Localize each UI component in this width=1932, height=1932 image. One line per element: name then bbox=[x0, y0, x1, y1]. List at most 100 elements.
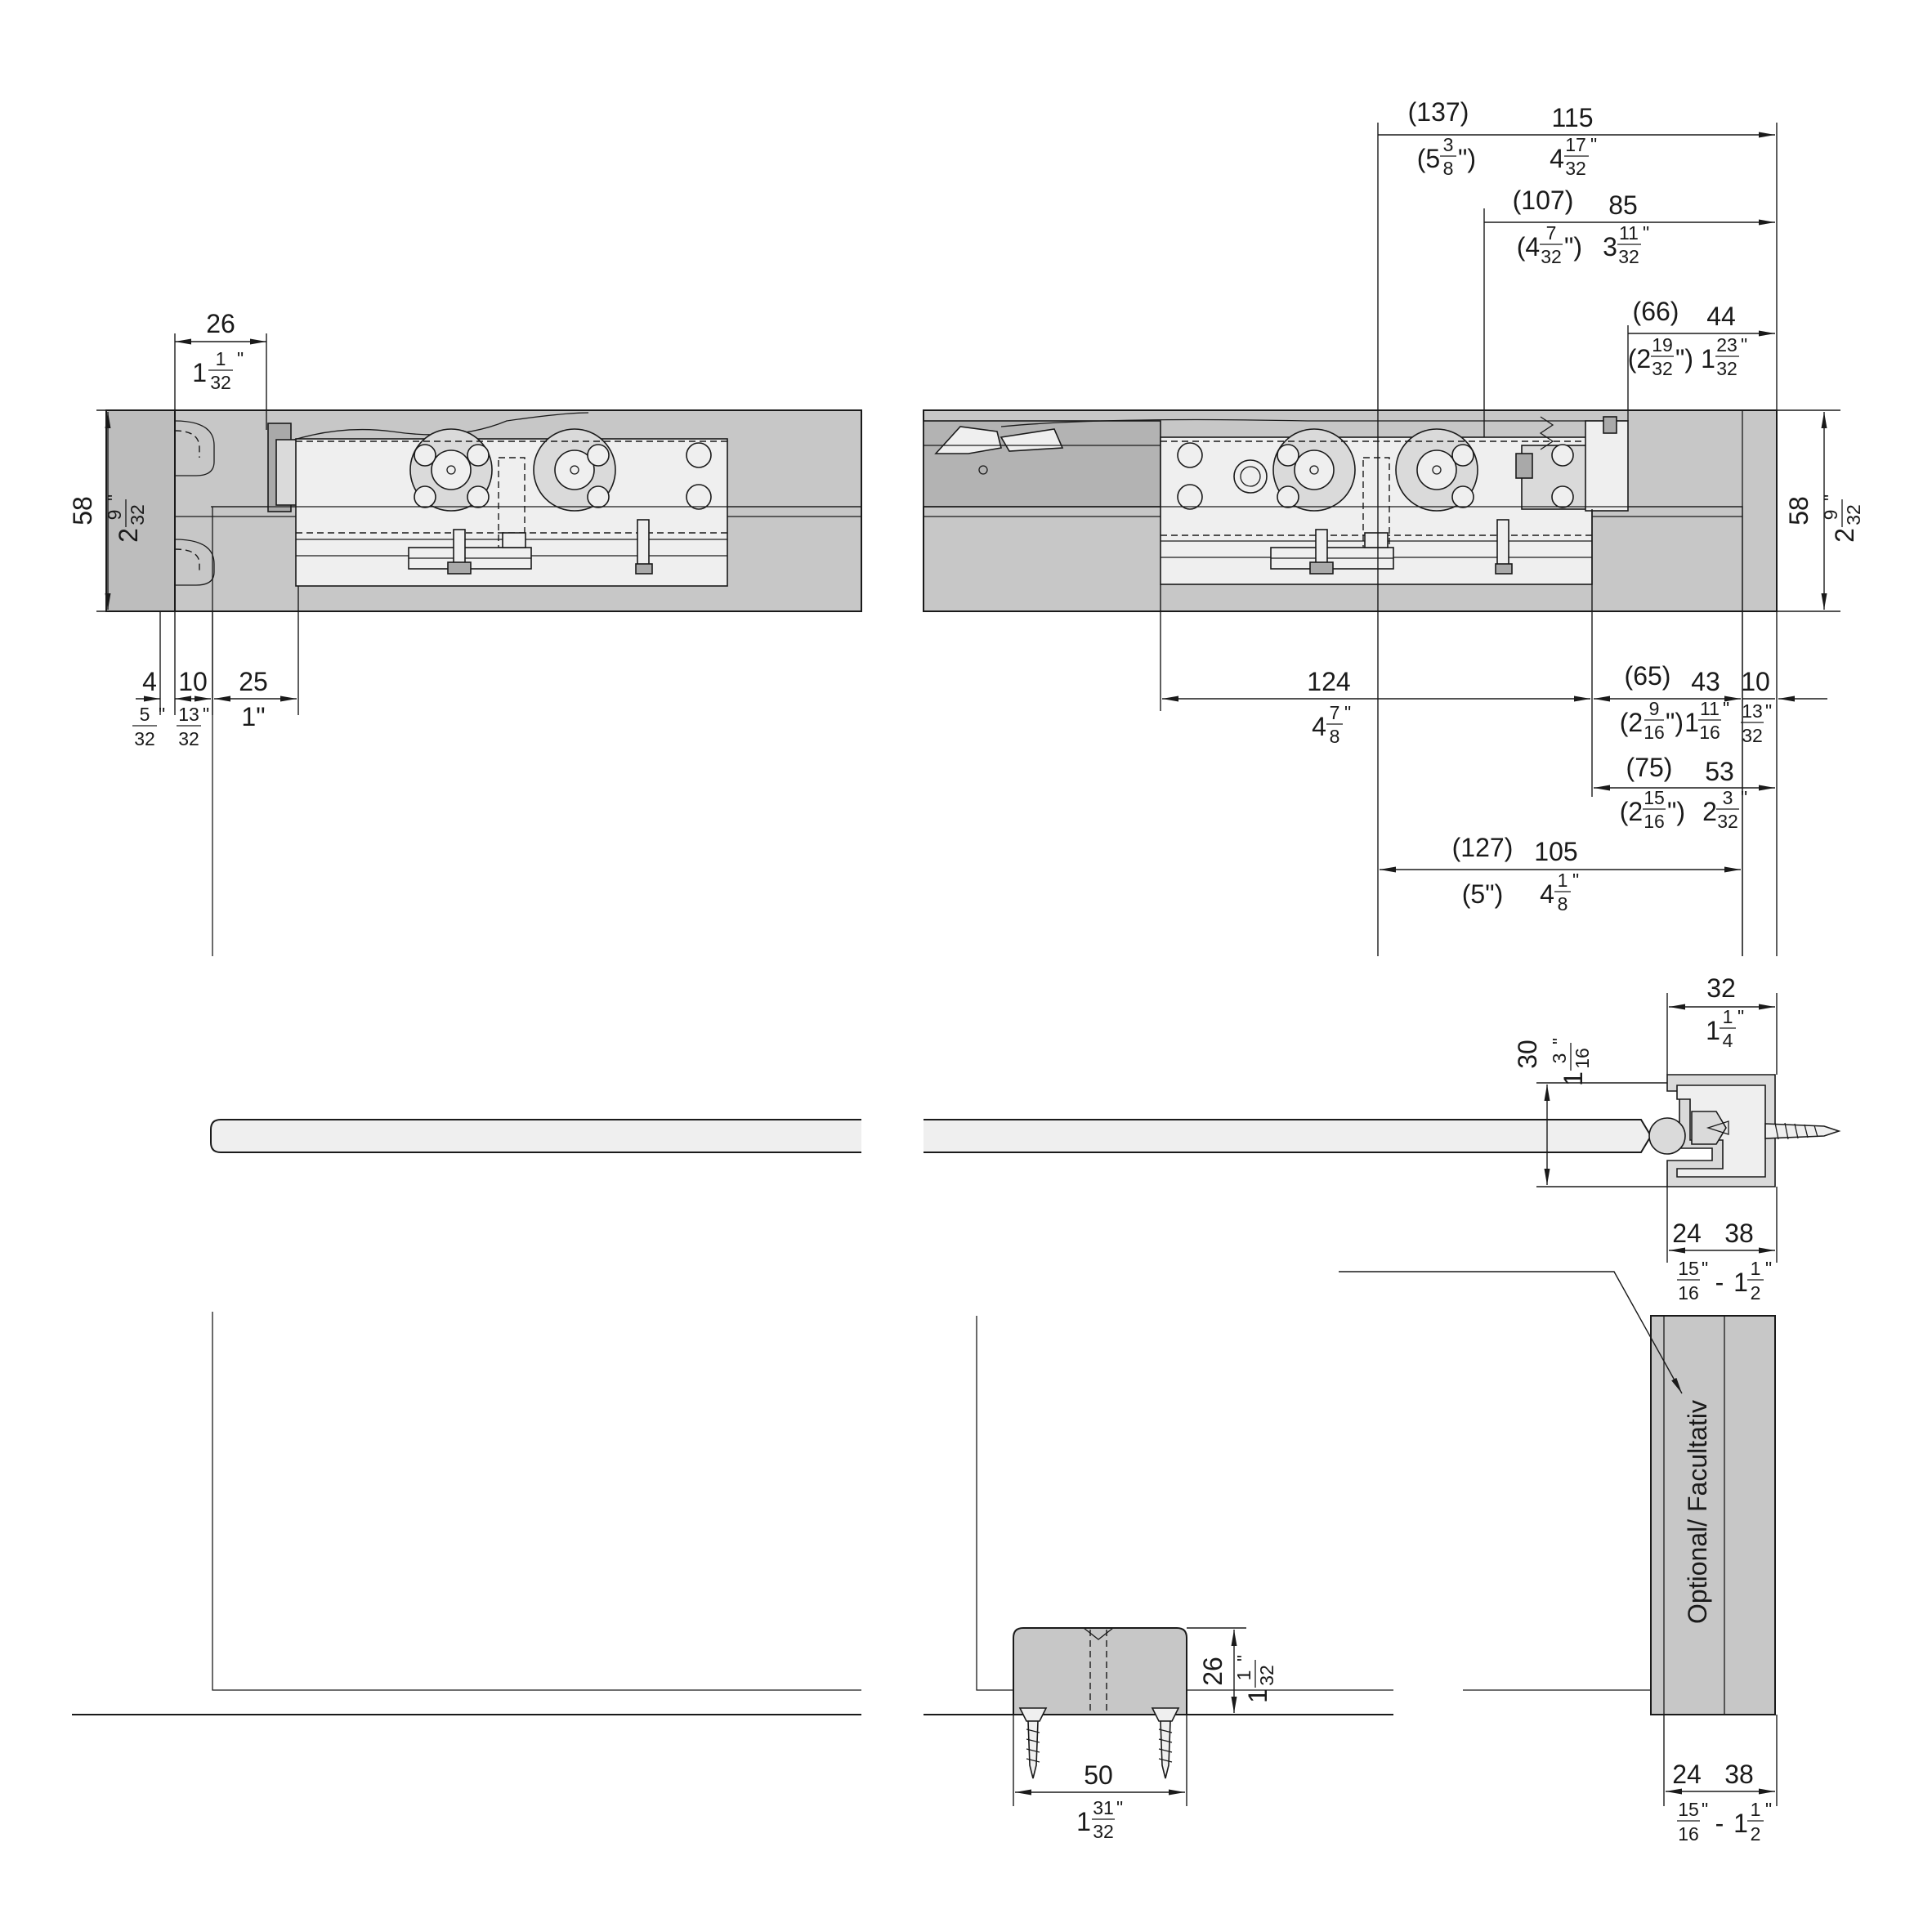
dim-115-paren: (137) bbox=[1408, 97, 1469, 127]
dim-43-num: 11 bbox=[1700, 698, 1720, 719]
dim-32-num: 1 bbox=[1723, 1006, 1733, 1027]
dim-26-bottom-q: " bbox=[1233, 1655, 1254, 1661]
dim-85-paren-den: 32 bbox=[1541, 246, 1562, 267]
dim-115-mm: 115 bbox=[1551, 103, 1593, 132]
dim-124-mm: 124 bbox=[1307, 667, 1350, 696]
dim-115-paren-inch: (5 bbox=[1417, 144, 1440, 173]
dim-115-paren-den: 8 bbox=[1443, 158, 1454, 179]
dim-30-den: 16 bbox=[1572, 1048, 1593, 1069]
door-panel-right bbox=[924, 1119, 1652, 1153]
dimension-lines bbox=[96, 123, 1840, 1806]
dim-10-left-q: " bbox=[203, 704, 209, 725]
dim-53-q: " bbox=[1741, 787, 1747, 808]
wheel-1 bbox=[409, 428, 493, 512]
dim-58-left-num: 9 bbox=[104, 510, 125, 521]
dim-bottom-sep: - bbox=[1715, 1809, 1724, 1838]
dim-43-paren-inch: (2 bbox=[1620, 708, 1643, 737]
dim-24-bottom-num: 15 bbox=[1678, 1799, 1699, 1820]
dim-85-paren-q: ") bbox=[1564, 232, 1582, 262]
door-outline-top-left bbox=[212, 506, 861, 956]
dim-44-den: 32 bbox=[1716, 358, 1737, 379]
dim-26-bottom-inch: 1 bbox=[1243, 1688, 1272, 1703]
dim-58-right-q: " bbox=[1820, 494, 1841, 501]
left-end-cap bbox=[105, 409, 176, 612]
dim-44-paren-num: 19 bbox=[1652, 334, 1673, 356]
dim-85-q: " bbox=[1643, 222, 1649, 244]
dim-85-paren-num: 7 bbox=[1546, 222, 1557, 244]
dim-53-mm: 53 bbox=[1705, 757, 1734, 786]
dim-26-bottom-mm: 26 bbox=[1198, 1657, 1228, 1686]
dim-105-inch: 4 bbox=[1540, 879, 1554, 909]
dim-32-inch: 1 bbox=[1706, 1016, 1720, 1045]
dim-58-left-inch: 2 bbox=[114, 528, 143, 543]
dim-124-inch: 4 bbox=[1312, 712, 1326, 741]
dim-43-paren-q: ") bbox=[1666, 708, 1684, 737]
middle-section-view bbox=[210, 1074, 1841, 1187]
dim-38-bottom-num: 1 bbox=[1751, 1799, 1761, 1820]
dim-30-inch: 1 bbox=[1559, 1071, 1588, 1086]
dim-105-paren-inch: (5") bbox=[1462, 879, 1503, 909]
optional-label: Optional/ Facultativ bbox=[1683, 1400, 1712, 1624]
dim-38-mid-mm: 38 bbox=[1724, 1219, 1754, 1248]
wall-profile bbox=[1648, 1074, 1776, 1187]
dim-53-num: 3 bbox=[1723, 787, 1733, 808]
dim-105-num: 1 bbox=[1558, 870, 1568, 891]
dim-10-right-q: " bbox=[1765, 700, 1772, 722]
door-outline-bottom-left bbox=[212, 1312, 861, 1691]
dim-53-den: 32 bbox=[1717, 811, 1738, 832]
dim-38-mid-num: 1 bbox=[1751, 1258, 1761, 1279]
dim-85-den: 32 bbox=[1618, 246, 1639, 267]
dim-53-paren: (75) bbox=[1626, 753, 1673, 782]
dim-50-inch: 1 bbox=[1076, 1807, 1091, 1836]
dim-43-paren-den: 16 bbox=[1644, 722, 1665, 743]
dim-4-num: 5 bbox=[140, 704, 150, 725]
dim-10-right-den: 32 bbox=[1742, 725, 1763, 746]
dim-38-bottom-mm: 38 bbox=[1724, 1760, 1754, 1789]
dim-44-paren-inch: (2 bbox=[1628, 344, 1651, 373]
dim-105-paren: (127) bbox=[1452, 833, 1514, 862]
dim-26-q: " bbox=[237, 348, 244, 369]
dim-43-paren: (65) bbox=[1625, 661, 1671, 691]
wheel-3 bbox=[1272, 428, 1356, 512]
dim-4-den: 32 bbox=[134, 728, 155, 749]
screw-icon bbox=[1764, 1122, 1841, 1140]
dim-24-mid-num: 15 bbox=[1678, 1258, 1699, 1279]
dim-115-den: 32 bbox=[1565, 158, 1586, 179]
dim-50-mm: 50 bbox=[1084, 1760, 1113, 1790]
dim-58-left-q: " bbox=[104, 494, 125, 501]
wheel-2 bbox=[533, 428, 616, 512]
dim-115-paren-q: ") bbox=[1458, 144, 1476, 173]
dim-105-den: 8 bbox=[1558, 893, 1568, 915]
dim-43-paren-num: 9 bbox=[1649, 698, 1660, 719]
floor-guide bbox=[1013, 1627, 1187, 1715]
dim-85-inch: 3 bbox=[1603, 232, 1617, 262]
dim-50-den: 32 bbox=[1093, 1821, 1114, 1842]
dim-53-paren-inch: (2 bbox=[1620, 797, 1643, 826]
dim-44-num: 23 bbox=[1716, 334, 1737, 356]
dim-25-inch: 1" bbox=[241, 702, 265, 731]
top-right-view bbox=[923, 409, 1778, 612]
dim-25-mm: 25 bbox=[239, 667, 268, 696]
floor-screw-right-icon bbox=[1151, 1707, 1180, 1779]
dim-105-q: " bbox=[1572, 870, 1579, 891]
dim-115-paren-num: 3 bbox=[1443, 134, 1454, 155]
dim-115-q: " bbox=[1590, 134, 1597, 155]
dim-10-left-den: 32 bbox=[178, 728, 199, 749]
dim-53-paren-den: 16 bbox=[1644, 811, 1665, 832]
dim-44-paren: (66) bbox=[1633, 297, 1679, 326]
dim-32-q: " bbox=[1737, 1006, 1744, 1027]
dim-30-num: 3 bbox=[1549, 1053, 1570, 1064]
dim-10-left-mm: 10 bbox=[178, 667, 208, 696]
dim-26-mm: 26 bbox=[206, 309, 235, 338]
dim-32-den: 4 bbox=[1723, 1030, 1733, 1051]
dim-124-num: 7 bbox=[1330, 702, 1340, 723]
dim-24-mid-q: " bbox=[1702, 1258, 1708, 1279]
dim-58-right-num: 9 bbox=[1820, 510, 1841, 521]
dim-115-num: 17 bbox=[1565, 134, 1586, 155]
dim-43-q: " bbox=[1723, 698, 1729, 719]
dim-85-paren-inch: (4 bbox=[1517, 232, 1540, 262]
dim-44-paren-den: 32 bbox=[1652, 358, 1673, 379]
dim-10-right-num: 13 bbox=[1742, 700, 1763, 722]
dim-58-right-den: 32 bbox=[1843, 504, 1864, 525]
